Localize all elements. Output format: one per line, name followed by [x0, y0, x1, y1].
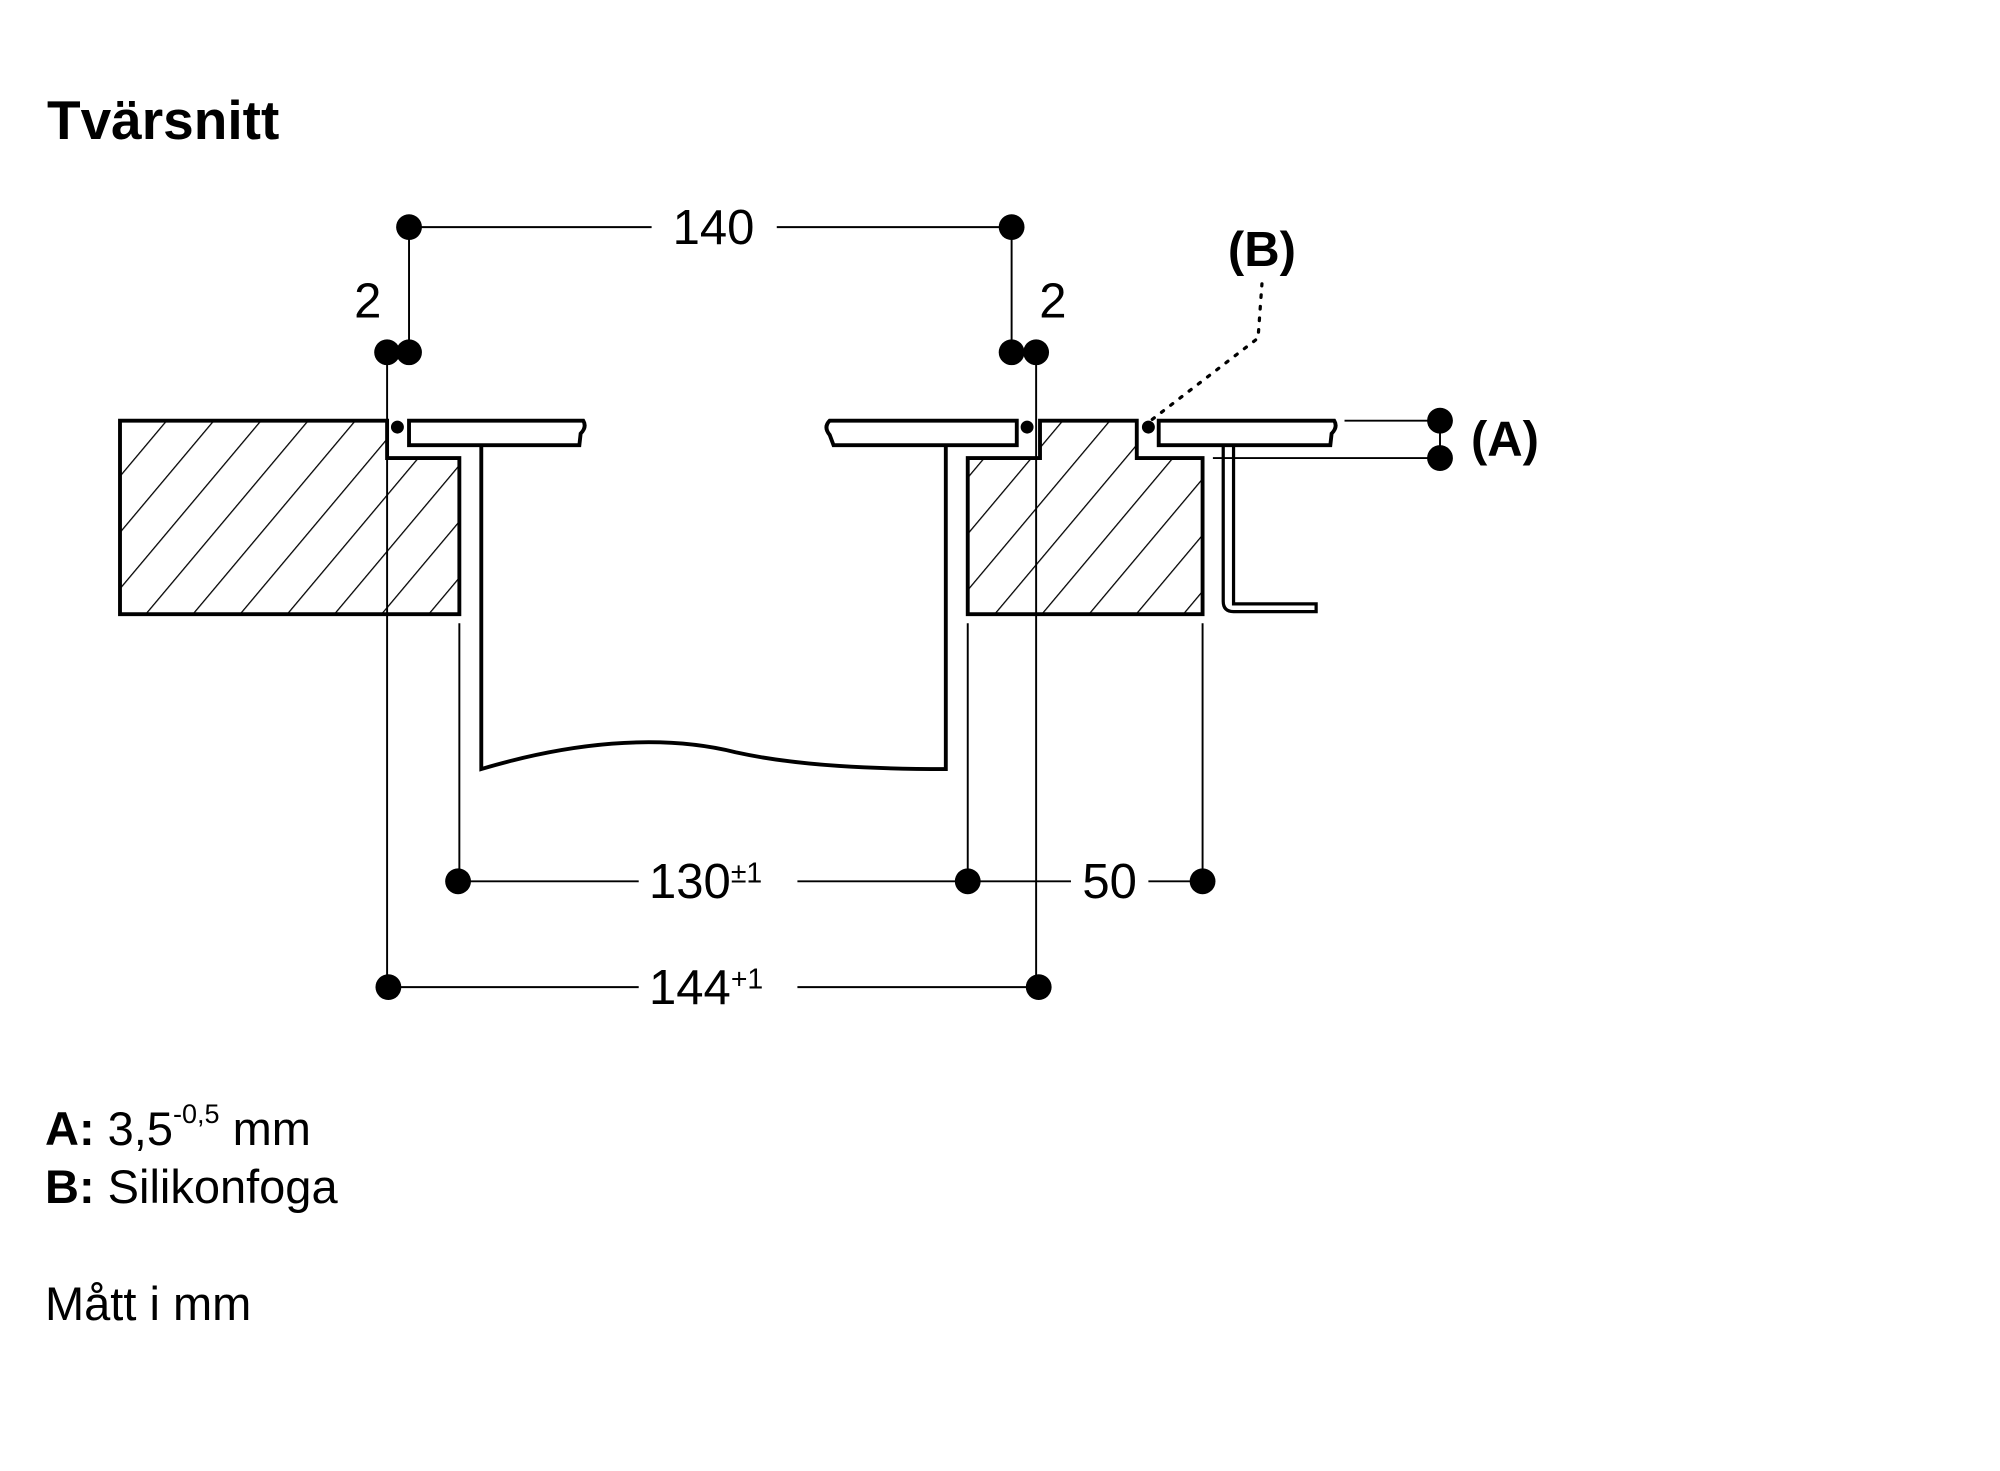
- seal-middle: [1020, 420, 1034, 434]
- hob-body: [479, 445, 948, 772]
- callout-b: (B): [1228, 223, 1296, 277]
- middle-glass-panel: [824, 418, 1019, 448]
- dim-50: 50: [1082, 855, 1137, 909]
- seal-left: [390, 420, 404, 434]
- right-glass-panel: [1156, 418, 1338, 448]
- mounting-bracket: [1221, 445, 1318, 614]
- diagram-title: Tvärsnitt: [47, 89, 280, 151]
- dim-140: 140: [673, 201, 755, 255]
- right-countertop: [965, 418, 1205, 617]
- dimension-markers: [374, 214, 1453, 1001]
- callout-b-leader: [1150, 282, 1264, 421]
- dim-left-gap: 2: [354, 274, 381, 328]
- left-glass-panel: [407, 418, 587, 448]
- legend-b: B: Silikonfoga: [45, 1160, 338, 1213]
- dim-cutout: 130±1: [649, 855, 762, 909]
- dim-overall: 144+1: [649, 961, 763, 1015]
- legend-a: A: 3,5-0,5 mm: [45, 1099, 311, 1155]
- dim-right-gap: 2: [1039, 274, 1066, 328]
- left-countertop: [118, 418, 462, 617]
- units-note: Mått i mm: [45, 1277, 252, 1330]
- callout-a: (A): [1471, 413, 1539, 467]
- seal-right: [1141, 420, 1155, 434]
